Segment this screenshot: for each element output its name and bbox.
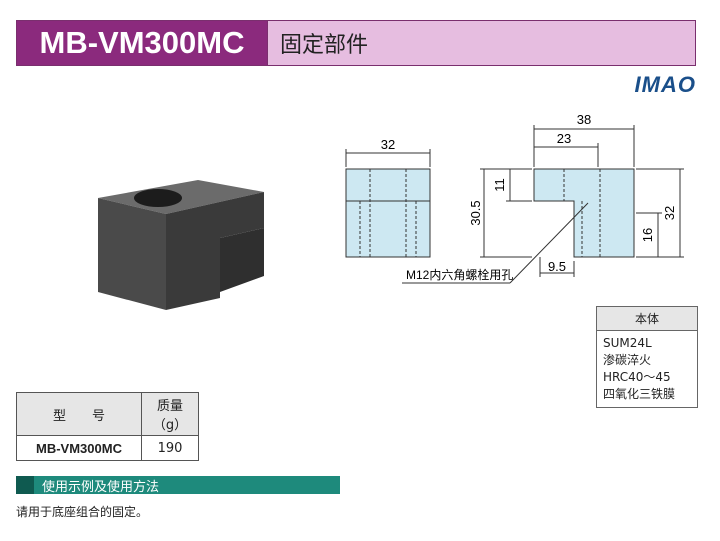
dim-front-width: 32 — [381, 137, 395, 152]
bolt-hole-callout: M12内六角螺栓用孔 — [406, 267, 513, 282]
spec-table: 型 号 质量 （g） MB-VM300MC 190 — [16, 392, 199, 461]
col-model: 型 号 — [16, 392, 142, 436]
svg-text:23: 23 — [557, 131, 571, 146]
row-model: MB-VM300MC — [16, 435, 142, 461]
svg-text:16: 16 — [640, 228, 655, 242]
material-box: 本体 SUM24L 渗碳淬火 HRC40～45 四氧化三铁膜 — [596, 306, 698, 408]
row-mass: 190 — [141, 435, 199, 461]
product-code: MB-VM300MC — [17, 21, 267, 65]
usage-title: 使用示例及使用方法 — [42, 479, 160, 495]
section-marker — [16, 476, 34, 494]
col-mass: 质量 （g） — [141, 392, 199, 436]
title-bar: MB-VM300MC 固定部件 — [16, 20, 696, 66]
technical-drawing: 32 38 23 32 16 30.5 11 9.5 — [345, 112, 684, 284]
svg-text:38: 38 — [577, 112, 591, 127]
usage-text: 请用于底座组合的固定。 — [16, 505, 149, 519]
side-view: 38 23 32 16 30.5 11 9.5 — [468, 112, 684, 277]
product-title: 固定部件 — [267, 21, 695, 65]
product-photo — [98, 180, 264, 310]
svg-text:11: 11 — [492, 178, 507, 192]
material-header: 本体 — [597, 307, 697, 331]
svg-text:9.5: 9.5 — [548, 259, 566, 274]
material-lines: SUM24L 渗碳淬火 HRC40～45 四氧化三铁膜 — [597, 331, 697, 407]
usage-section-header: 使用示例及使用方法 — [16, 476, 340, 495]
svg-text:32: 32 — [662, 206, 677, 220]
front-view: 32 — [345, 137, 431, 258]
brand-logo: IMAO — [634, 72, 696, 97]
svg-text:30.5: 30.5 — [468, 200, 483, 225]
